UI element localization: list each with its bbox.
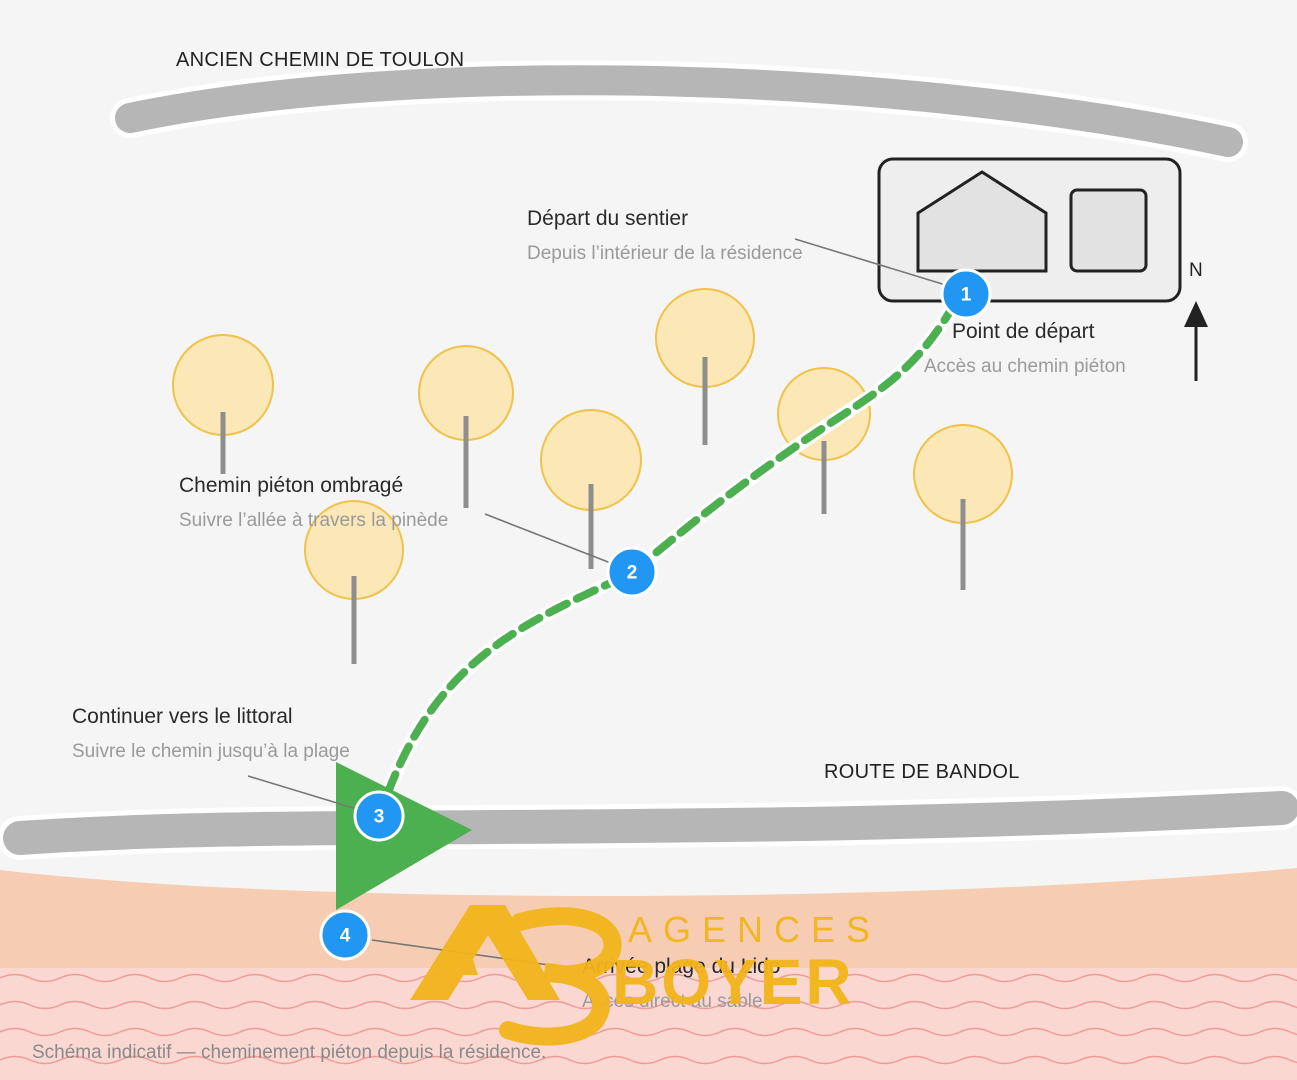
road-north-surface	[115, 65, 1243, 157]
walking-path	[375, 299, 959, 822]
road-label-south: ROUTE DE BANDOL	[824, 761, 1020, 783]
step-4-title: Arrivée plage du Lido	[582, 955, 780, 978]
north-arrow-icon	[1184, 301, 1208, 381]
step-marker-2[interactable]: 2	[606, 546, 658, 598]
residence-building	[877, 157, 1182, 303]
step-number: 4	[340, 926, 351, 947]
step-2-subtitle: Suivre l’allée à travers la pinède	[179, 510, 448, 531]
start-label-subtitle: Accès au chemin piéton	[924, 356, 1126, 377]
sea-waves	[0, 973, 1297, 1065]
step-marker-4[interactable]: 4	[319, 909, 371, 961]
road-label-north: ANCIEN CHEMIN DE TOULON	[176, 49, 464, 71]
sea-area	[0, 968, 1297, 1080]
compass-label: N	[1189, 260, 1203, 281]
step-4-subtitle: Accès direct au sable	[582, 991, 763, 1012]
start-label-title: Point de départ	[952, 320, 1095, 343]
step-marker-3[interactable]: 3	[353, 790, 405, 842]
logo-boyer-text: BOYER	[612, 946, 855, 1018]
step-1-subtitle: Depuis l’intérieur de la résidence	[527, 243, 803, 264]
step-marker-1[interactable]: 1	[940, 268, 992, 320]
step-1-title: Départ du sentier	[527, 207, 688, 230]
step-number: 1	[961, 285, 972, 306]
step-number: 2	[627, 563, 638, 584]
step-number: 3	[374, 807, 385, 828]
footnote: Schéma indicatif — cheminement piéton de…	[32, 1042, 546, 1063]
step-3-subtitle: Suivre le chemin jusqu’à la plage	[72, 741, 350, 762]
road-south-surface	[3, 791, 1297, 855]
step-3-title: Continuer vers le littoral	[72, 705, 293, 728]
logo-agences-text: AGENCES	[628, 909, 881, 950]
pine-trees	[172, 288, 1013, 600]
step-2-title: Chemin piéton ombragé	[179, 474, 403, 497]
agences-boyer-logo: AGENCES BOYER	[410, 905, 881, 1046]
